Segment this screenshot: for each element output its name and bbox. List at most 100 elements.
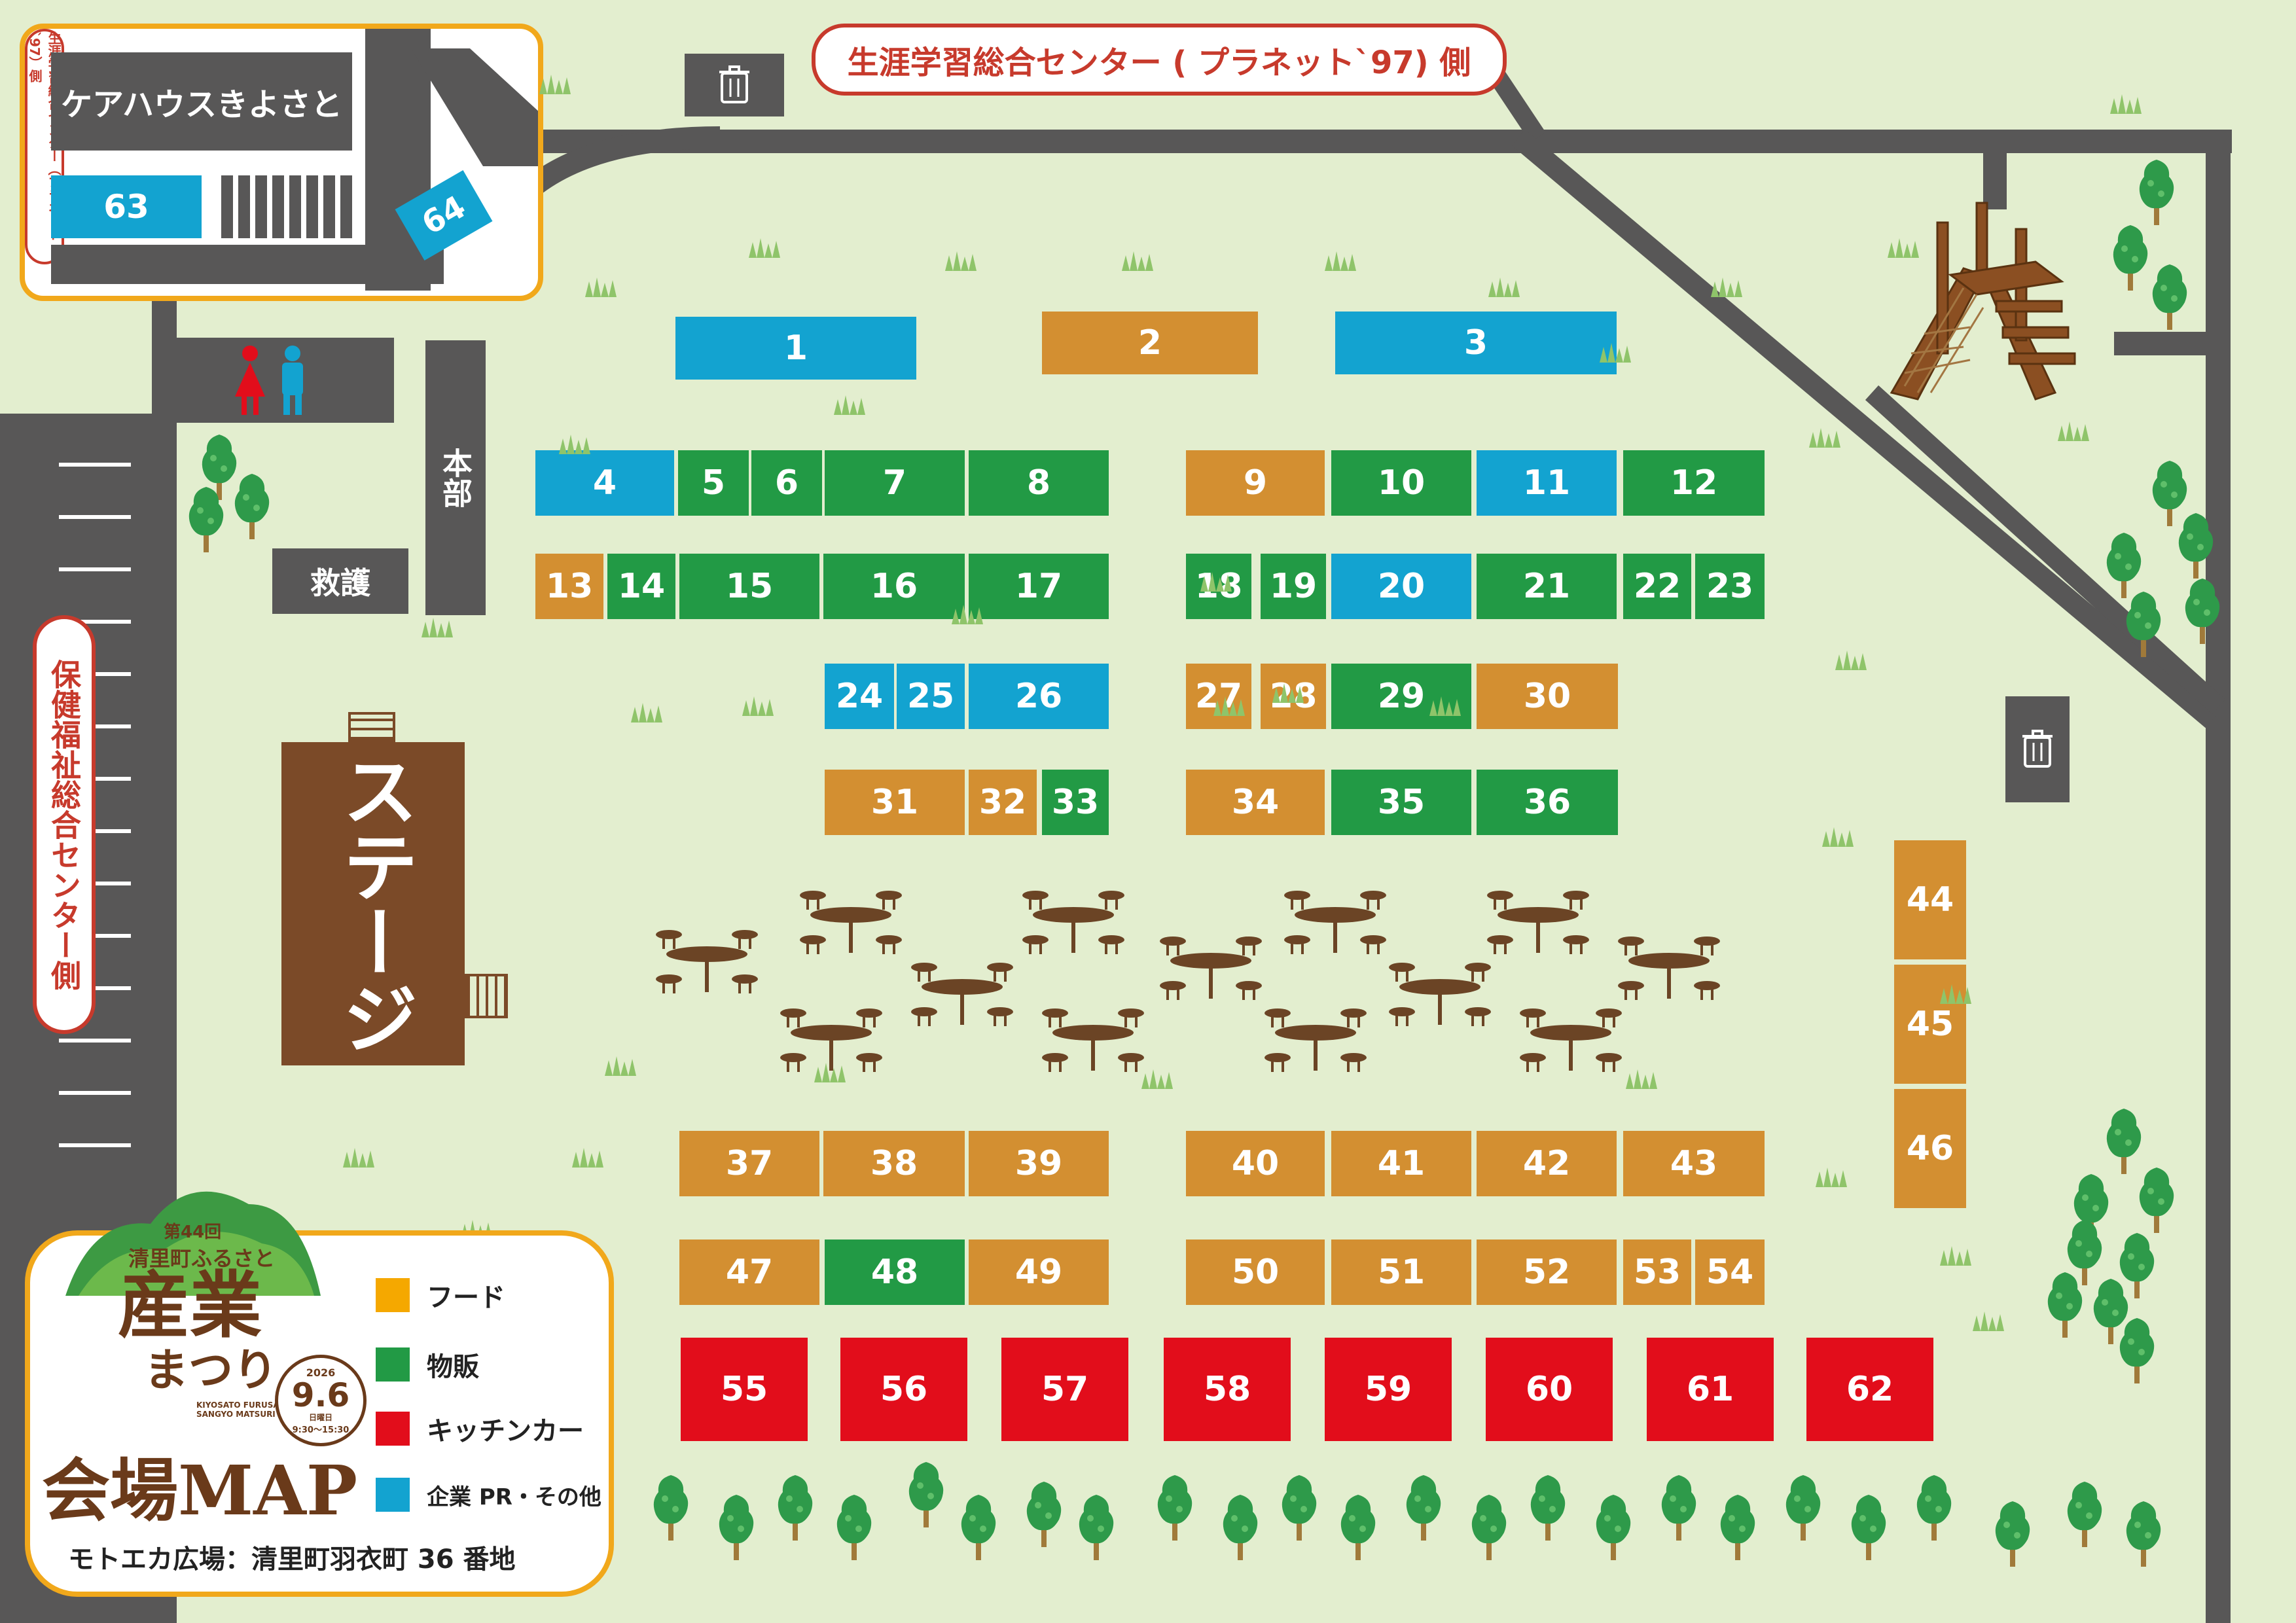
booth-57[interactable]: 57 [1001, 1338, 1128, 1441]
booth-30[interactable]: 30 [1477, 664, 1618, 729]
table-icon [1487, 891, 1589, 954]
tree-icon [2093, 1279, 2128, 1344]
booth-32[interactable]: 32 [969, 770, 1037, 835]
booth-55[interactable]: 55 [681, 1338, 808, 1441]
booth-39[interactable]: 39 [969, 1131, 1109, 1196]
booth-29[interactable]: 29 [1331, 664, 1471, 729]
booth-16[interactable]: 16 [823, 554, 965, 619]
booth-27[interactable]: 27 [1186, 664, 1251, 729]
parking-stripes [221, 175, 352, 238]
booth-20[interactable]: 20 [1331, 554, 1471, 619]
booth-7[interactable]: 7 [825, 450, 965, 516]
booth-61[interactable]: 61 [1647, 1338, 1774, 1441]
inset-road-diagonal [411, 48, 538, 166]
booth-number: 17 [1014, 567, 1063, 606]
festival-year: 2026 [306, 1366, 336, 1379]
festival-romaji-text: KIYOSATO FURUSATO SANGYO MATSURI [196, 1400, 291, 1419]
booth-23[interactable]: 23 [1695, 554, 1765, 619]
booth-36[interactable]: 36 [1477, 770, 1618, 835]
booth-19[interactable]: 19 [1261, 554, 1326, 619]
tree-icon [2047, 1272, 2083, 1338]
booth-26[interactable]: 26 [969, 664, 1109, 729]
booth-13[interactable]: 13 [535, 554, 603, 619]
tree-icon [2139, 160, 2174, 225]
booth-2[interactable]: 2 [1042, 312, 1258, 374]
booth-34[interactable]: 34 [1186, 770, 1325, 835]
booth-42[interactable]: 42 [1477, 1131, 1617, 1196]
booth-number: 37 [725, 1144, 774, 1183]
booth-56[interactable]: 56 [840, 1338, 967, 1441]
booth-37[interactable]: 37 [679, 1131, 819, 1196]
booth-5[interactable]: 5 [678, 450, 749, 516]
booth-11[interactable]: 11 [1477, 450, 1617, 516]
table-icon [1284, 891, 1386, 954]
tree-icon [2067, 1220, 2102, 1285]
booth-54[interactable]: 54 [1695, 1240, 1765, 1305]
legend-label-shop: 物販 [427, 1352, 479, 1382]
booth-number: 39 [1014, 1144, 1063, 1183]
grass-icon [742, 696, 774, 716]
booth-58[interactable]: 58 [1164, 1338, 1291, 1441]
grass-icon [559, 435, 590, 454]
booth-1[interactable]: 1 [675, 317, 916, 380]
booth-22[interactable]: 22 [1623, 554, 1691, 619]
road-top [543, 130, 2232, 153]
festival-name-small: 清里町ふるさと [128, 1242, 275, 1272]
table-icon [656, 930, 758, 993]
booth-46[interactable]: 46 [1894, 1089, 1966, 1208]
booth-49[interactable]: 49 [969, 1240, 1109, 1305]
booth-40[interactable]: 40 [1186, 1131, 1325, 1196]
playground-icon [1890, 202, 2076, 401]
booth-31[interactable]: 31 [825, 770, 965, 835]
tree-icon [2152, 264, 2187, 330]
booth-50[interactable]: 50 [1186, 1240, 1325, 1305]
parking-63[interactable]: 63 [51, 175, 202, 238]
booth-17[interactable]: 17 [969, 554, 1109, 619]
booth-number: 22 [1633, 567, 1681, 606]
booth-6[interactable]: 6 [751, 450, 822, 516]
booth-52[interactable]: 52 [1477, 1240, 1617, 1305]
booth-number: 31 [870, 783, 919, 822]
festival-date-badge: 2026 9.6 日曜日 9:30〜15:30 [275, 1355, 367, 1446]
booth-10[interactable]: 10 [1331, 450, 1471, 516]
tree-icon [1661, 1475, 1696, 1541]
booth-24[interactable]: 24 [825, 664, 894, 729]
tree-icon [1223, 1495, 1258, 1560]
booth-53[interactable]: 53 [1623, 1240, 1691, 1305]
booth-3[interactable]: 3 [1335, 312, 1617, 374]
booth-44[interactable]: 44 [1894, 840, 1966, 959]
booth-45[interactable]: 45 [1894, 965, 1966, 1084]
parking-63-label: 63 [103, 188, 149, 226]
booth-33[interactable]: 33 [1042, 770, 1109, 835]
booth-38[interactable]: 38 [823, 1131, 965, 1196]
booth-14[interactable]: 14 [607, 554, 675, 619]
booth-number: 9 [1243, 463, 1268, 503]
booth-35[interactable]: 35 [1331, 770, 1471, 835]
legend-label-kitchen: キッチンカー [427, 1416, 584, 1446]
tree-icon [1995, 1501, 2030, 1567]
booth-number: 36 [1523, 783, 1571, 822]
booth-12[interactable]: 12 [1623, 450, 1765, 516]
booth-25[interactable]: 25 [897, 664, 965, 729]
booth-number: 53 [1633, 1253, 1681, 1292]
care-house-building: ケアハウスきよさと [51, 52, 352, 151]
booth-59[interactable]: 59 [1325, 1338, 1452, 1441]
booth-47[interactable]: 47 [679, 1240, 819, 1305]
tree-icon [188, 487, 224, 552]
booth-21[interactable]: 21 [1477, 554, 1617, 619]
booth-8[interactable]: 8 [969, 450, 1109, 516]
booth-4[interactable]: 4 [535, 450, 674, 516]
booth-62[interactable]: 62 [1806, 1338, 1933, 1441]
booth-51[interactable]: 51 [1331, 1240, 1471, 1305]
booth-41[interactable]: 41 [1331, 1131, 1471, 1196]
booth-43[interactable]: 43 [1623, 1131, 1765, 1196]
booth-9[interactable]: 9 [1186, 450, 1325, 516]
tree-icon [1157, 1475, 1193, 1541]
booth-48[interactable]: 48 [825, 1240, 965, 1305]
tree-icon [2106, 1109, 2142, 1174]
booth-15[interactable]: 15 [679, 554, 819, 619]
tree-icon [1916, 1475, 1952, 1541]
booth-number: 29 [1377, 677, 1426, 716]
booth-60[interactable]: 60 [1486, 1338, 1613, 1441]
tree-icon [2139, 1168, 2174, 1233]
